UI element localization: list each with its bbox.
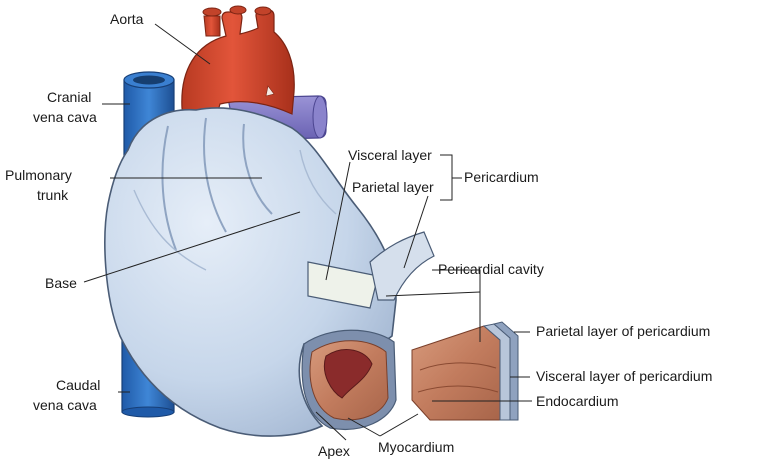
label-cranial-vena-cava-line1: Cranial: [47, 89, 91, 105]
label-endocardium: Endocardium: [536, 393, 619, 409]
aorta: [181, 5, 295, 133]
apex-section: [301, 329, 397, 430]
label-visceral-layer: Visceral layer: [348, 147, 432, 163]
labels: Aorta Cranial vena cava Pulmonary trunk …: [5, 11, 712, 459]
label-cranial-vena-cava-line2: vena cava: [33, 109, 97, 125]
label-caudal-vena-cava-line2: vena cava: [33, 397, 97, 413]
label-apex: Apex: [318, 443, 350, 459]
label-pulmonary-trunk-line1: Pulmonary: [5, 167, 72, 183]
label-pulmonary-trunk-line2: trunk: [37, 187, 69, 203]
tissue-block: [411, 321, 519, 421]
label-base: Base: [45, 275, 77, 291]
leader-lines: [83, 23, 532, 441]
label-parietal-layer: Parietal layer: [352, 179, 434, 195]
label-aorta: Aorta: [110, 11, 144, 27]
label-visceral-layer-of-pericardium: Visceral layer of pericardium: [536, 368, 712, 384]
label-caudal-vena-cava-line1: Caudal: [56, 377, 100, 393]
label-pericardium: Pericardium: [464, 169, 539, 185]
label-pericardial-cavity: Pericardial cavity: [438, 261, 544, 277]
label-myocardium: Myocardium: [378, 439, 454, 455]
label-parietal-layer-of-pericardium: Parietal layer of pericardium: [536, 323, 710, 339]
pericardium-flap: [307, 231, 435, 309]
